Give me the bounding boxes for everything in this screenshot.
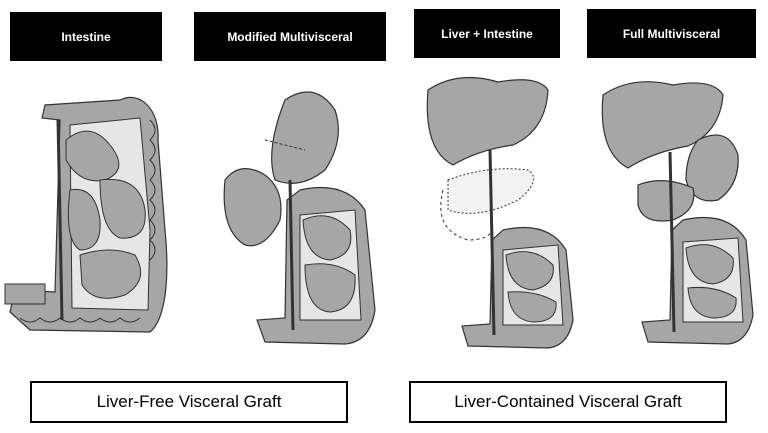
liver-intestine-illustration xyxy=(426,76,574,349)
label-modified-multivisceral: Modified Multivisceral xyxy=(194,12,386,61)
modified-multivisceral-illustration xyxy=(223,91,376,345)
label-intestine: Intestine xyxy=(10,12,162,61)
full-multivisceral-illustration xyxy=(601,81,754,345)
liver-contained-graft-box: Liver-Contained Visceral Graft xyxy=(409,381,727,423)
label-liver-intestine: Liver + Intestine xyxy=(414,9,560,58)
label-full-multivisceral: Full Multivisceral xyxy=(587,9,756,58)
intestine-illustration xyxy=(4,96,168,333)
liver-free-graft-box: Liver-Free Visceral Graft xyxy=(30,381,348,423)
